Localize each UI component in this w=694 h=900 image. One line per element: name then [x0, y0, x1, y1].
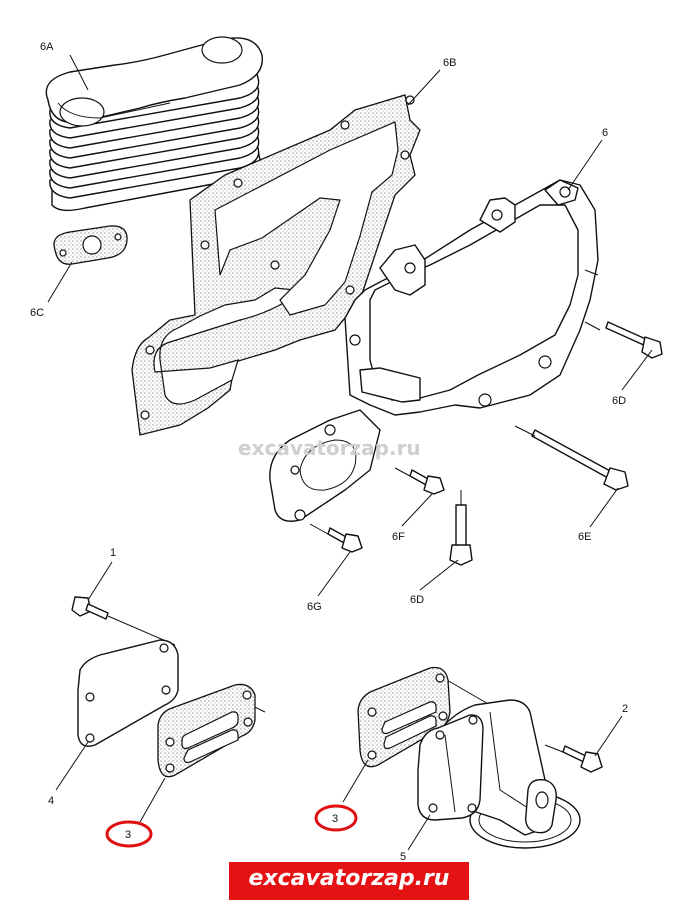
- bolt-6g: [327, 527, 363, 553]
- site-banner-text: excavatorzap.ru: [248, 866, 450, 891]
- label-3-right: 3: [332, 813, 338, 825]
- bolt-1: [71, 596, 109, 620]
- cooler-gasket-6b: [131, 94, 421, 436]
- elbow-housing-5: [417, 699, 581, 849]
- highlight-circle-left: [105, 820, 153, 848]
- bolt-6f: [409, 469, 445, 495]
- label-5: 5: [400, 851, 406, 863]
- gasket-3-right: [357, 666, 451, 768]
- bolt-6e: [531, 429, 629, 491]
- label-6g: 6G: [307, 601, 322, 613]
- label-6c: 6C: [30, 307, 44, 319]
- bolt-6d-lower: [449, 504, 473, 566]
- bolt-2: [562, 745, 603, 773]
- highlight-circle-right: [314, 804, 358, 832]
- label-1: 1: [110, 547, 116, 559]
- label-6b: 6B: [443, 57, 456, 69]
- label-6e: 6E: [578, 531, 591, 543]
- housing-flange: [269, 409, 381, 522]
- label-6a: 6A: [40, 41, 54, 53]
- oil-cooler-housing: [344, 179, 599, 416]
- oil-cooler-core: [45, 36, 264, 212]
- cooler-gasket-6c: [53, 225, 128, 265]
- label-4: 4: [48, 795, 54, 807]
- label-6f: 6F: [392, 531, 405, 543]
- watermark-text: excavatorzap.ru: [238, 436, 421, 460]
- label-6d-upper: 6D: [612, 395, 626, 407]
- label-6: 6: [602, 127, 608, 139]
- site-banner: excavatorzap.ru: [229, 862, 469, 900]
- bolt-6d-upper: [605, 321, 663, 359]
- gasket-3-left: [157, 683, 256, 778]
- cover-plate-4: [77, 639, 179, 747]
- label-6d-lower: 6D: [410, 594, 424, 606]
- label-2: 2: [622, 703, 628, 715]
- label-3-left: 3: [125, 829, 131, 841]
